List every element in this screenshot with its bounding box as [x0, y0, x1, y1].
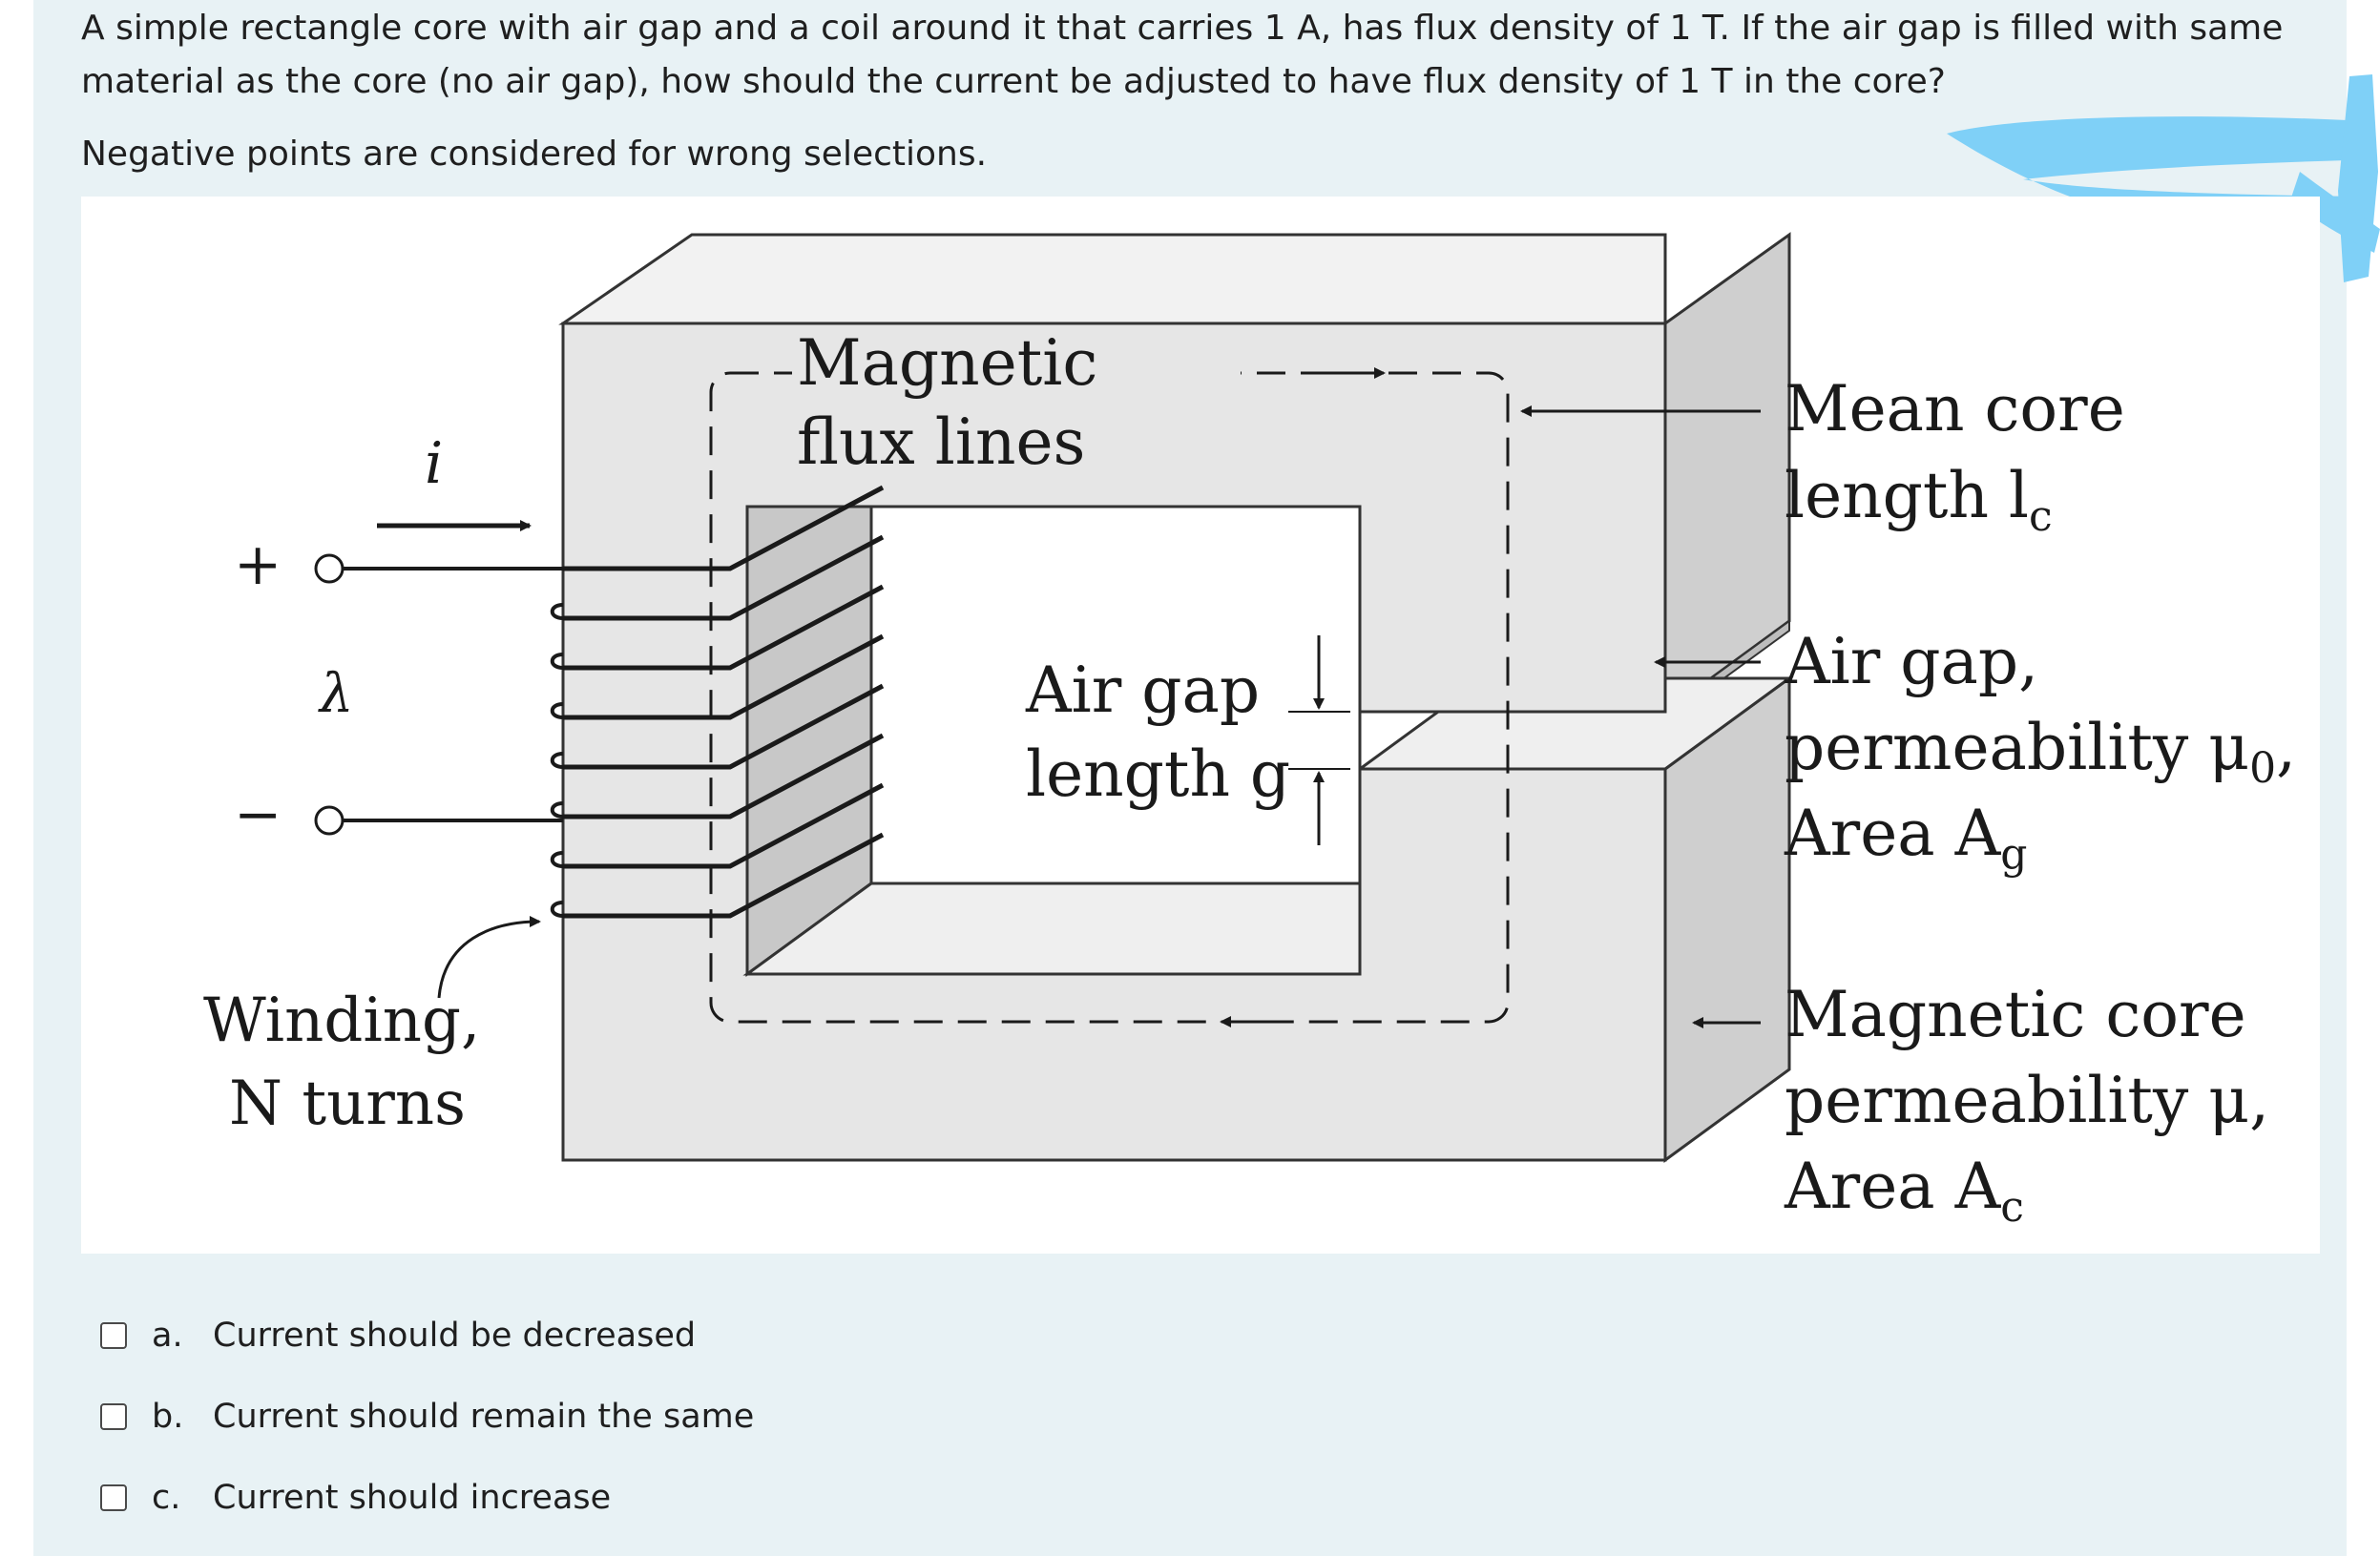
flux-label-line1: Magnetic: [797, 326, 1097, 400]
option-b[interactable]: b. Current should remain the same: [100, 1388, 864, 1445]
option-c-text: Current should increase: [213, 1479, 612, 1517]
magnetic-circuit-diagram: i + − λ Magnetic flux lines Air gap leng…: [203, 232, 2296, 1232]
lambda-label: λ: [318, 663, 354, 725]
winding-label-line2: N turns: [229, 1068, 466, 1139]
mean-length-line1: Mean core: [1785, 372, 2125, 446]
winding-loops: [550, 603, 564, 918]
option-a-checkbox[interactable]: [100, 1322, 127, 1349]
option-c-checkbox[interactable]: [100, 1484, 127, 1511]
plus-label: +: [234, 531, 282, 598]
window-inner-bottom: [742, 882, 1362, 976]
question-note: Negative points are considered for wrong…: [81, 135, 988, 174]
option-a-text: Current should be decreased: [213, 1317, 697, 1355]
option-b-letter: b.: [152, 1398, 184, 1436]
gap-info-line2: permeability μ0,: [1785, 711, 2296, 793]
winding-label-line1: Winding,: [203, 985, 480, 1056]
question-text: A simple rectangle core with air gap and…: [81, 9, 2284, 101]
minus-label: −: [234, 781, 282, 848]
core-info-line2: permeability μ,: [1785, 1064, 2269, 1137]
gap-info-line3: Area Ag: [1784, 797, 2027, 879]
terminal-plus: [314, 553, 344, 584]
option-a-letter: a.: [152, 1317, 183, 1355]
air-gap-length-line2: length g: [1026, 737, 1290, 811]
winding-coil: [563, 485, 885, 919]
gap-info-line1: Air gap,: [1784, 625, 2038, 698]
option-b-text: Current should remain the same: [213, 1398, 755, 1436]
mean-length-line2: length lc: [1785, 459, 2053, 541]
core-info-line1: Magnetic core: [1785, 978, 2246, 1051]
option-c[interactable]: c. Current should increase: [100, 1469, 864, 1526]
flux-label-line2: flux lines: [797, 405, 1085, 479]
option-b-checkbox[interactable]: [100, 1403, 127, 1430]
magnetic-core-figure: i + − λ Magnetic flux lines Air gap leng…: [81, 197, 2320, 1254]
current-label: i: [425, 430, 443, 497]
core-top-face: [558, 233, 1667, 325]
terminal-minus: [314, 805, 344, 836]
option-a[interactable]: a. Current should be decreased: [100, 1307, 864, 1364]
core-info-line3: Area Ac: [1784, 1150, 2024, 1232]
option-c-letter: c.: [152, 1479, 181, 1517]
winding-pointer: [437, 916, 541, 999]
air-gap-length-line1: Air gap: [1025, 654, 1260, 727]
